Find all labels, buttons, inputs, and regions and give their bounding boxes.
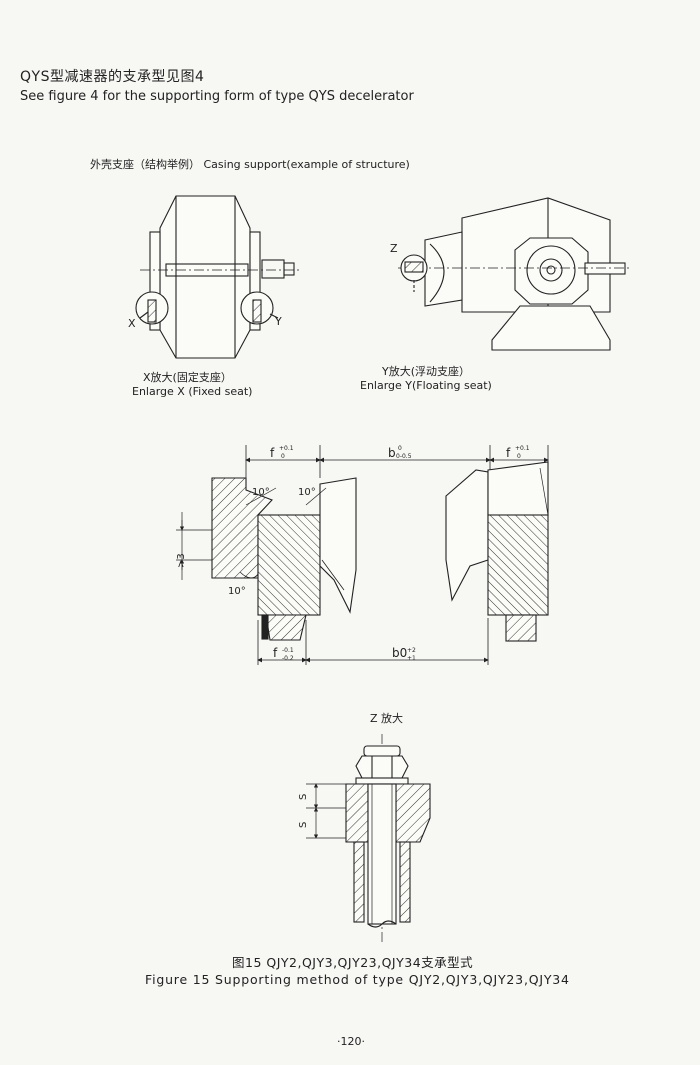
angle-label-2: 10°: [298, 487, 316, 498]
casing-left-view: [135, 195, 300, 359]
dim-f-bottom-tol-upper: -0.1: [282, 647, 294, 654]
angle-label-1: 10°: [252, 487, 270, 498]
label-x: X: [128, 317, 136, 330]
dim-b-top-tol: 0: [398, 445, 402, 452]
dim-f-top-tol-upper: +0.1: [279, 445, 294, 452]
dim-b-top-sub: 0-0.5: [396, 453, 412, 460]
enlarge-y-caption-cn: Y放大(浮动支座）: [382, 365, 471, 378]
label-z: Z: [390, 242, 398, 255]
z-enlarge-title: Z 放大: [370, 712, 404, 725]
dim-b-bottom-tol-lower: +1: [407, 655, 416, 662]
z-bolt-detail: [306, 734, 431, 944]
casing-support-caption: 外壳支座（结构举例） Casing support(example of str…: [90, 158, 410, 171]
s-label-1: S: [298, 794, 309, 800]
dim-f-right: f: [506, 446, 511, 460]
dim-f-right-tol-lower: 0: [517, 453, 521, 460]
enlarge-x-caption-cn: X放大(固定支座）: [143, 371, 232, 384]
s-label-2: S: [298, 822, 309, 828]
figure-caption-en: Figure 15 Supporting method of type QJY2…: [145, 972, 570, 987]
label-y: Y: [274, 315, 282, 328]
enlarge-y-caption-en: Enlarge Y(Floating seat): [360, 379, 492, 392]
dim-f-top-tol-lower: 0: [281, 453, 285, 460]
dim-f-top: f: [270, 446, 275, 460]
support-section-detail: [176, 445, 549, 665]
gap-label: >3: [176, 553, 187, 568]
dim-f-right-tol-upper: +0.1: [515, 445, 530, 452]
enlarge-x-caption-en: Enlarge X (Fixed seat): [132, 385, 253, 398]
dim-b-top: b: [388, 446, 396, 460]
dim-f-bottom: f: [273, 646, 278, 660]
dim-f-bottom-tol-lower: -0.2: [282, 655, 294, 662]
page-number: ·120·: [337, 1035, 365, 1048]
casing-right-view: [398, 197, 630, 351]
dim-b-bottom-tol-upper: +2: [407, 647, 416, 654]
page-title-en: See figure 4 for the supporting form of …: [20, 89, 414, 104]
figure-caption-cn: 图15 QJY2,QJY3,QJY23,QJY34支承型式: [232, 955, 474, 970]
page-title-cn: QYS型减速器的支承型见图4: [20, 69, 205, 85]
dim-b-bottom: b0: [392, 646, 407, 660]
angle-label-3: 10°: [228, 586, 246, 597]
